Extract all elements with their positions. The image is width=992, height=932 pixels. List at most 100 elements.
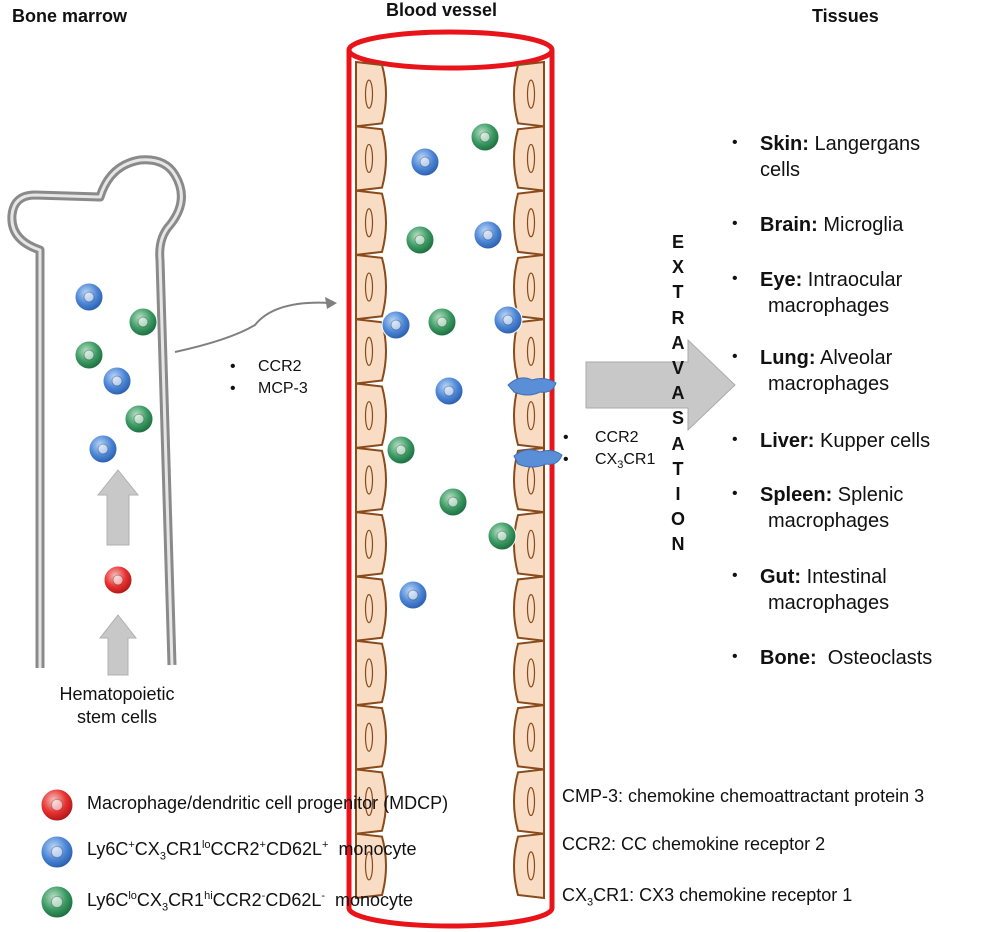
endothelial-nucleus <box>526 786 536 817</box>
extravasation-letter: A <box>671 433 685 454</box>
hsc-label-line2: stem cells <box>76 707 157 727</box>
receptor-item-cx3cr1: •CX3CR1 <box>563 451 656 472</box>
endothelial-nucleus <box>526 851 536 881</box>
tissue-organ: Gut: <box>760 566 802 588</box>
definition-cmp3: CMP-3: chemokine chemoattractant protein… <box>562 786 925 806</box>
definition-ccr2: CCR2: CC chemokine receptor 2 <box>562 834 826 854</box>
extravasation-letter: A <box>671 332 685 353</box>
hsc-up-arrow <box>98 614 138 676</box>
endothelial-nucleus <box>364 786 374 817</box>
cell-nucleus <box>482 229 494 241</box>
cell-nucleus <box>407 589 419 601</box>
tissue-cell-type-cont: macrophages <box>768 373 890 395</box>
cell-nucleus <box>83 291 95 303</box>
cell-nucleus <box>479 131 491 143</box>
extravasation-letter: T <box>672 458 684 479</box>
cell-nucleus <box>83 349 95 361</box>
endothelial-nucleus <box>364 143 374 174</box>
tissue-cell-type: Microglia <box>817 214 904 236</box>
extravasation-arrow <box>585 338 736 432</box>
cell-nucleus <box>419 156 431 168</box>
tissue-organ: Skin: <box>760 133 809 155</box>
endothelial-nucleus <box>364 401 374 431</box>
extravasation-letter: R <box>671 307 685 328</box>
receptor-item-ccr2: •CCR2 <box>563 429 639 446</box>
endothelial-nucleus <box>364 529 374 559</box>
tissue-item: Lung: Alveolar macrophages <box>760 345 892 397</box>
tissue-cell-type: Kupper cells <box>814 430 931 452</box>
bone-marrow-title: Bone marrow <box>12 6 128 26</box>
tissue-bullet: • <box>732 485 738 502</box>
legend-ly6c-lo-label: Ly6CloCX3CR1hiCCR2-CD62L- monocyte <box>87 890 414 914</box>
tissue-bullet: • <box>732 431 738 448</box>
cell-nucleus <box>436 316 448 328</box>
cell-nucleus <box>50 798 64 812</box>
tissue-organ: Liver: <box>760 430 815 452</box>
endothelial-nucleus <box>364 208 374 238</box>
cell-nucleus <box>390 319 402 331</box>
endothelial-nucleus <box>364 79 374 109</box>
extravasation-letter: E <box>671 232 684 252</box>
endothelial-nucleus <box>526 465 536 495</box>
endothelial-nucleus <box>526 143 536 174</box>
endothelial-nucleus <box>526 79 536 109</box>
tissue-item: Bone: Osteoclasts <box>760 645 932 671</box>
tissue-item: Gut: Intestinal macrophages <box>760 564 889 616</box>
tissue-organ: Lung: <box>760 347 816 369</box>
cell-nucleus <box>496 530 508 542</box>
tissue-cell-type: Alveolar <box>815 347 893 369</box>
tissue-bullet: • <box>732 215 738 232</box>
cell-nucleus <box>133 413 145 425</box>
extravasation-letter: S <box>671 408 684 429</box>
extravasation-letter: T <box>672 282 684 303</box>
extravasation-letter: O <box>670 509 685 530</box>
tissue-organ: Bone: <box>760 647 817 669</box>
tissue-organ: Eye: <box>760 269 803 291</box>
blood-vessel-title: Blood vessel <box>386 0 498 20</box>
tissue-cell-type-cont: cells <box>760 159 801 181</box>
tissue-cell-type: Intraocular <box>802 269 903 291</box>
endothelial-nucleus <box>526 529 536 559</box>
endothelial-nucleus <box>526 722 536 752</box>
receptor-ccr2 <box>507 377 557 396</box>
cell-nucleus <box>111 375 123 387</box>
migration-item-mcp3: •MCP-3 <box>230 380 308 397</box>
cell-nucleus <box>137 316 149 328</box>
legend-mdcp-label: Macrophage/dendritic cell progenitor (MD… <box>87 793 449 813</box>
endothelial-nucleus <box>364 722 374 752</box>
legend-ly6c-hi-label: Ly6C+CX3CR1loCCR2+CD62L+ monocyte <box>87 839 417 863</box>
receptor-list: •CCR2 •CX3CR1 <box>563 427 655 476</box>
endothelial-nucleus <box>364 851 374 881</box>
tissue-item: Skin: Langergans cells <box>760 131 920 183</box>
hsc-label-line1: Hematopoietic <box>59 684 175 704</box>
tissue-bullet: • <box>732 270 738 287</box>
bone-outline <box>7 155 186 668</box>
migration-list: •CCR2 •MCP-3 <box>230 356 308 400</box>
cell-nucleus <box>502 314 514 326</box>
tissue-cell-type: Intestinal <box>801 566 887 588</box>
tissue-item: Brain: Microglia <box>760 212 903 238</box>
tissue-bullet: • <box>732 348 738 365</box>
tissues-title: Tissues <box>812 6 879 26</box>
endothelial-nucleus <box>364 658 374 688</box>
endothelial-nucleus <box>364 336 374 366</box>
receptor-cx3cr1 <box>513 449 563 468</box>
endothelial-nucleus <box>526 208 536 238</box>
mdcp-up-arrow <box>96 469 140 546</box>
cell-nucleus <box>395 444 407 456</box>
tissue-cell-type-cont: macrophages <box>768 592 890 614</box>
extravasation-letter: A <box>671 383 685 404</box>
tissue-cell-type-cont: macrophages <box>768 295 890 317</box>
tissue-cell-type-cont: macrophages <box>768 510 890 532</box>
blood-vessel <box>346 29 555 929</box>
endothelial-nucleus <box>364 465 374 495</box>
extravasation-letter: N <box>671 534 685 555</box>
endothelial-nucleus <box>526 336 536 366</box>
cell-nucleus <box>443 385 455 397</box>
tissue-bullet: • <box>732 134 738 151</box>
extravasation-letter: X <box>671 257 684 278</box>
extravasation-letter: I <box>675 484 681 504</box>
tissue-cell-type: Langergans <box>808 133 921 155</box>
tissue-item: Eye: Intraocular macrophages <box>760 267 902 319</box>
